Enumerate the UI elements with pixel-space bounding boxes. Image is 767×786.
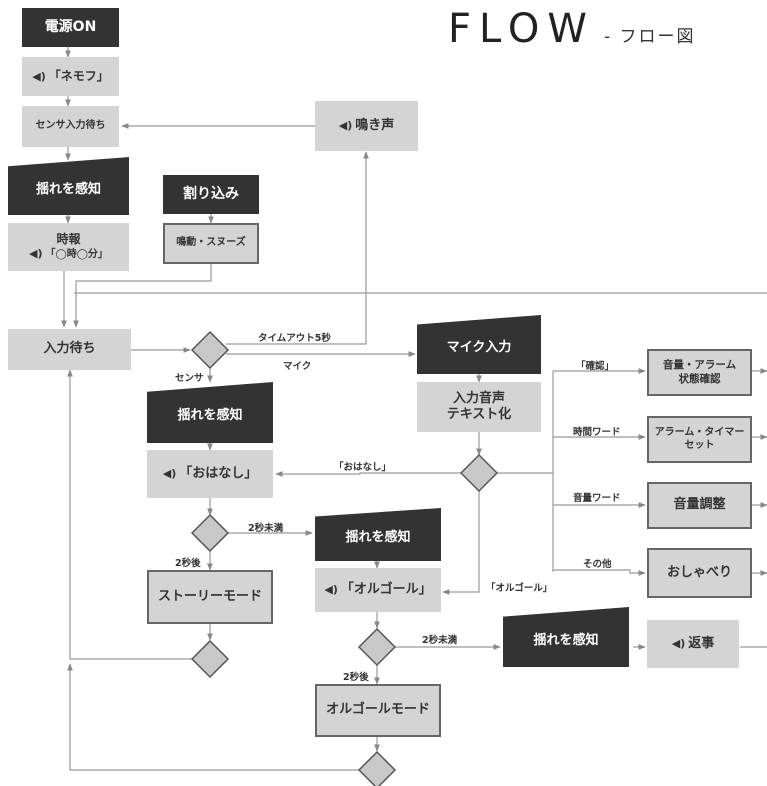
node-orgel: ◀)「オルゴール」	[315, 568, 441, 612]
node-input-wait: 入力待ち	[8, 329, 131, 370]
node-time-signal: 時報 ◀)「◯時◯分」	[8, 223, 129, 271]
node-cry: ◀)鳴き声	[315, 101, 418, 151]
label-ohanashi-q: 「おはなし」	[334, 462, 392, 473]
node-shake-3: 揺れを感知	[315, 508, 441, 561]
label-confirm: 「確認」	[576, 361, 615, 372]
label-other: その他	[583, 559, 612, 570]
title-sub: - フロー図	[604, 27, 696, 47]
label-orgel-q: 「オルゴール」	[486, 583, 553, 594]
label-after2s-a: 2秒後	[175, 558, 201, 569]
decision-diamond-orgel	[357, 627, 397, 667]
edge-d3-input	[67, 369, 192, 660]
edge-d6-ohanashi	[275, 471, 461, 477]
label-under2s-a: 2秒未満	[248, 523, 284, 534]
node-orgel-mode: オルゴールモード	[315, 684, 441, 737]
node-ohanashi: ◀)「おはなし」	[147, 450, 273, 498]
node-story-mode: ストーリーモード	[147, 570, 273, 624]
node-alarm-snooze: 鳴動・スヌーズ	[163, 223, 259, 264]
node-nemofu: ◀)「ネモフ」	[22, 57, 119, 96]
edge-timeout	[226, 151, 369, 345]
node-interrupt: 割り込み	[163, 175, 259, 214]
decision-diamond-orgelmode	[357, 750, 397, 786]
node-shake-2: 揺れを感知	[147, 382, 273, 443]
node-shake-1: 揺れを感知	[8, 157, 129, 215]
label-after2s-b: 2秒後	[343, 672, 369, 683]
label-volume-word: 音量ワード	[573, 493, 621, 504]
speaker-icon: ◀)	[162, 467, 177, 481]
decision-diamond-ohanashi	[190, 513, 230, 553]
node-speech-to-text: 入力音声 テキスト化	[417, 382, 541, 432]
speaker-icon: ◀)	[29, 247, 43, 261]
node-sensor-wait: センサ入力待ち	[22, 106, 119, 147]
node-power-on: 電源ON	[22, 8, 119, 47]
node-shake-4: 揺れを感知	[503, 607, 629, 667]
speaker-icon: ◀)	[324, 583, 338, 597]
node-chatter: おしゃべり	[647, 548, 752, 598]
speaker-icon: ◀)	[32, 69, 46, 83]
node-volume-adjust: 音量調整	[647, 482, 752, 529]
title-main: FLOW	[448, 6, 595, 52]
edge-other	[553, 569, 646, 576]
label-timeout: タイムアウト5秒	[258, 333, 331, 344]
node-reply: ◀)返事	[647, 620, 739, 668]
diagram-title: FLOW - フロー図	[448, 6, 696, 52]
label-sensor: センサ	[175, 373, 204, 384]
speaker-icon: ◀)	[671, 637, 686, 651]
decision-diamond-story	[190, 639, 230, 679]
edge-d6-orgel	[442, 491, 480, 595]
edge-d5-return	[67, 663, 359, 771]
decision-diamond-mic	[459, 453, 499, 493]
label-time-word: 時間ワード	[573, 427, 621, 438]
label-under2s-b: 2秒未満	[422, 635, 458, 646]
edge-alarm-input	[73, 264, 212, 328]
decision-diamond-input	[190, 330, 230, 370]
label-mic: マイク	[283, 361, 312, 372]
node-mic-input: マイク入力	[417, 315, 541, 374]
node-volume-alarm-check: 音量・アラーム 状態確認	[647, 349, 752, 396]
node-alarm-timer-set: アラーム・タイマー セット	[647, 416, 752, 463]
speaker-icon: ◀)	[338, 119, 353, 133]
